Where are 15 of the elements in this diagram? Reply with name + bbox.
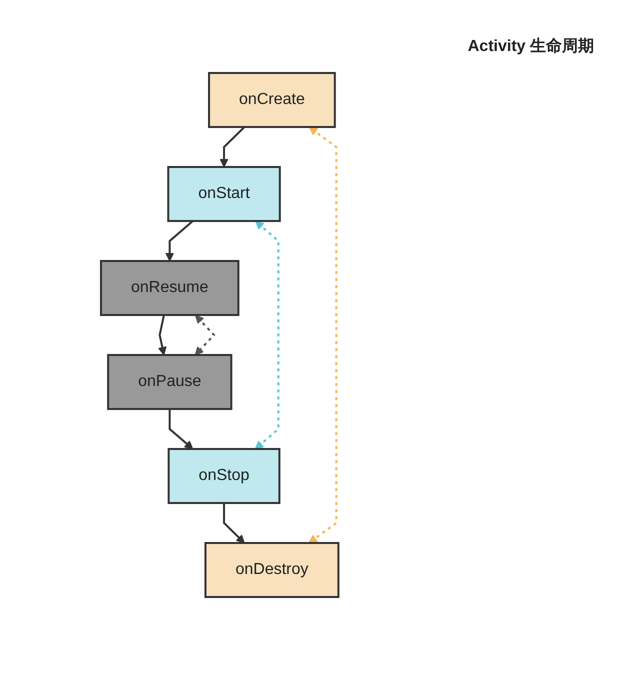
arrow: [166, 220, 194, 262]
arrow: [158, 314, 167, 356]
arrow: [220, 126, 246, 168]
arrow: [195, 314, 216, 356]
arrow: [168, 409, 194, 450]
node-box: onStart: [168, 166, 282, 222]
arrow: [308, 126, 338, 544]
node-box: onResume: [100, 260, 240, 316]
node-box: onStop: [168, 448, 281, 504]
node-box: onPause: [107, 354, 233, 410]
node-box: onDestroy: [204, 542, 340, 598]
node-box: onCreate: [208, 72, 336, 128]
arrow: [223, 503, 246, 544]
arrow: [255, 220, 280, 450]
title: Activity 生命周期: [468, 36, 594, 57]
